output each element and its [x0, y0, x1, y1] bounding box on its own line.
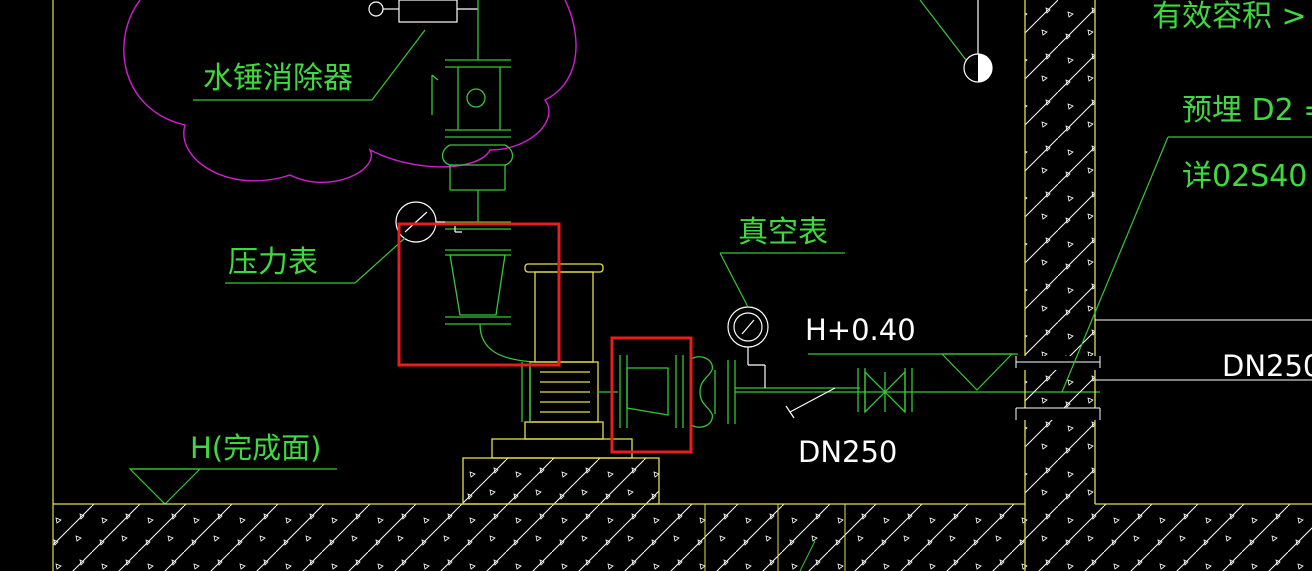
floor-elevation-marker [128, 468, 337, 505]
dn-leader-tick [785, 405, 795, 419]
finished-floor-label: H(完成面) [190, 431, 321, 465]
gate-valve [857, 368, 913, 414]
pump-unit [462, 263, 660, 505]
pipe-size-label: DN250 [798, 435, 897, 469]
vacuum-gauge [727, 306, 769, 388]
vacuum-gauge-leader [719, 252, 845, 308]
revision-cloud [123, 0, 577, 184]
discharge-pipe [431, 0, 536, 363]
vacuum-gauge-label: 真空表 [738, 215, 828, 250]
dn-leader [789, 387, 836, 413]
embedded-label: 预埋 D2 = [1182, 93, 1312, 128]
detail-ref-label: 详02S40 [1182, 159, 1307, 194]
level-indicator [919, 0, 993, 83]
pressure-gauge [395, 201, 462, 243]
wall [1015, 0, 1312, 571]
elevation-label: H+0.40 [805, 313, 916, 347]
elevation-marker [808, 353, 1018, 391]
effective-volume-label: 有效容积 > [1152, 0, 1307, 34]
floor-slab [52, 503, 1025, 571]
highlight-box-suction [610, 336, 693, 454]
water-hammer-label: 水锤消除器 [203, 61, 353, 96]
pressure-gauge-label: 压力表 [228, 245, 318, 280]
highlight-box-discharge [397, 222, 561, 367]
water-hammer-leader [193, 29, 426, 101]
pipe-size-label-right: DN250 [1222, 349, 1312, 383]
pressure-gauge-leader [225, 237, 406, 284]
water-hammer-device [368, 0, 478, 23]
pump-body [521, 362, 618, 422]
embedded-leader [1061, 136, 1312, 393]
